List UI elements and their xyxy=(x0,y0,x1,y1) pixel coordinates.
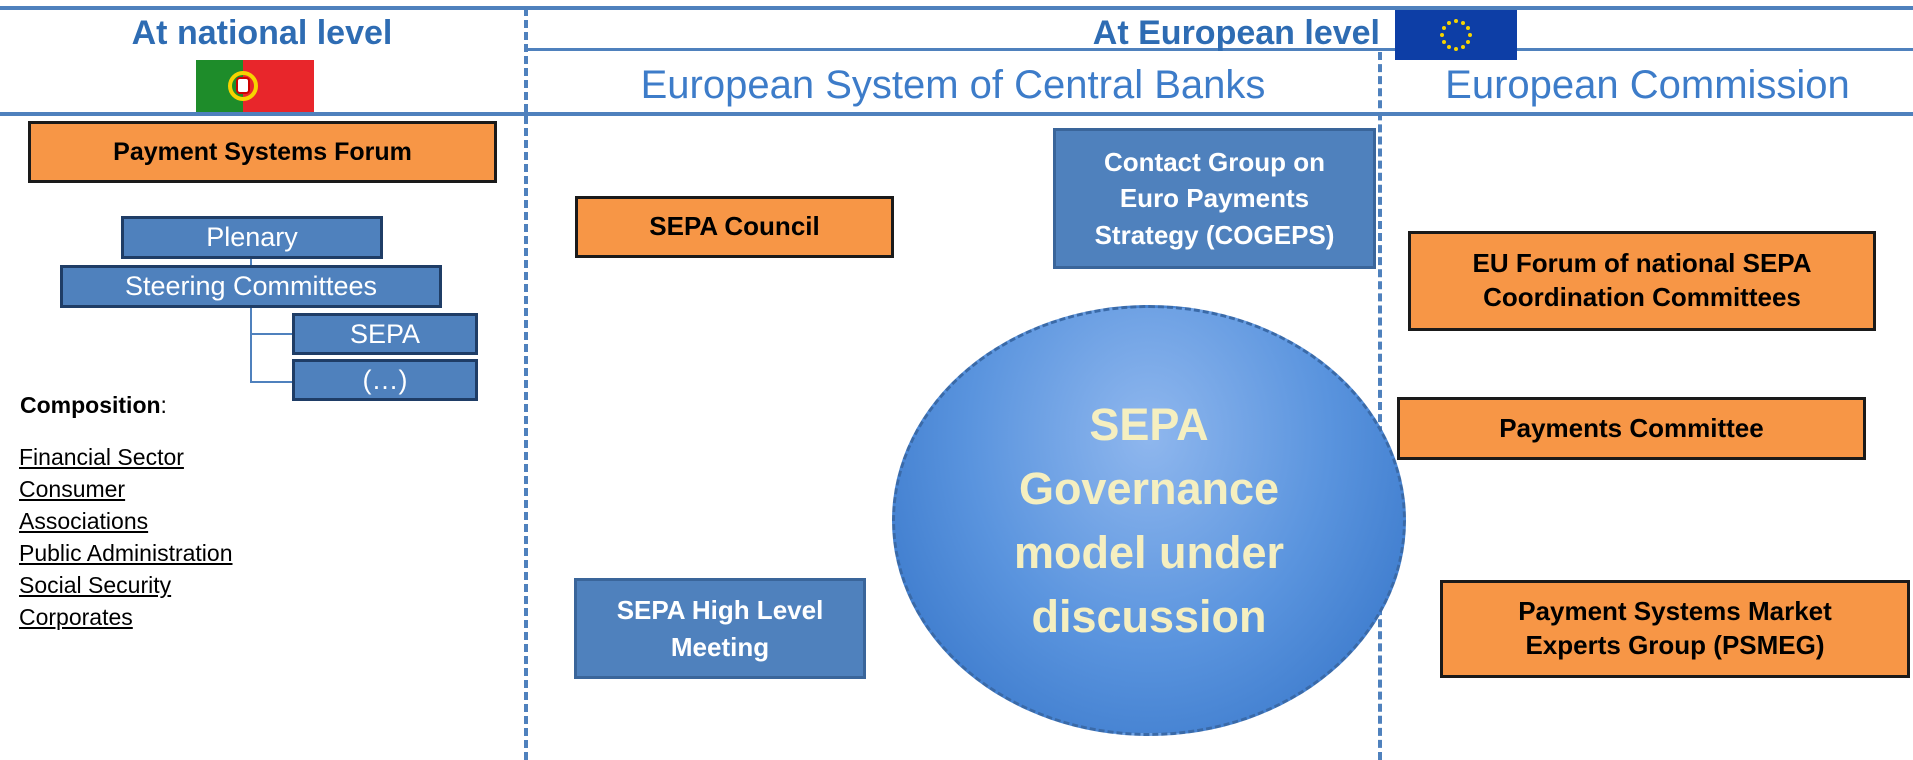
composition-item: Consumer xyxy=(19,476,126,502)
cogeps-box: Contact Group on Euro Payments Strategy … xyxy=(1053,128,1376,269)
psmeg-box: Payment Systems Market Experts Group (PS… xyxy=(1440,580,1910,678)
steering-committees-box: Steering Committees xyxy=(60,265,442,308)
escb-commission-divider xyxy=(1378,52,1382,760)
header-divider-european xyxy=(527,48,1913,51)
european-level-header: At European level xyxy=(1092,14,1380,52)
composition-item: Social Security xyxy=(19,572,172,598)
tree-connector-vertical xyxy=(250,257,252,382)
composition-item: Financial Sector xyxy=(19,444,184,470)
tree-connector-more xyxy=(250,381,294,383)
other-committees-box: (…) xyxy=(292,359,478,401)
national-level-header: At national level xyxy=(131,14,393,52)
payment-systems-forum-box: Payment Systems Forum xyxy=(28,121,497,183)
sepa-committee-box: SEPA xyxy=(292,313,478,355)
composition-item: Public Administration xyxy=(19,540,233,566)
header-bottom-border xyxy=(0,112,1913,116)
composition-label: Composition: xyxy=(20,392,167,418)
portugal-flag-icon xyxy=(196,60,314,112)
eu-forum-box: EU Forum of national SEPA Coordination C… xyxy=(1408,231,1876,331)
escb-header: European System of Central Banks xyxy=(640,63,1266,107)
governance-model-text: SEPA Governance model under discussion xyxy=(1013,398,1285,642)
governance-model-ellipse: SEPA Governance model under discussion xyxy=(892,305,1406,736)
eu-flag-icon xyxy=(1395,10,1517,60)
plenary-box: Plenary xyxy=(121,216,383,259)
composition-item: Corporates xyxy=(19,604,133,630)
sepa-high-level-meeting-box: SEPA High Level Meeting xyxy=(574,578,866,679)
payments-committee-box: Payments Committee xyxy=(1397,397,1866,460)
national-european-divider xyxy=(524,8,528,760)
tree-connector-sepa xyxy=(250,333,294,335)
commission-header: European Commission xyxy=(1445,63,1850,107)
sepa-council-box: SEPA Council xyxy=(575,196,894,258)
composition-item: Associations xyxy=(19,508,149,534)
top-border xyxy=(0,6,1913,10)
composition-list: Financial Sector Consumer Associations P… xyxy=(19,441,233,633)
